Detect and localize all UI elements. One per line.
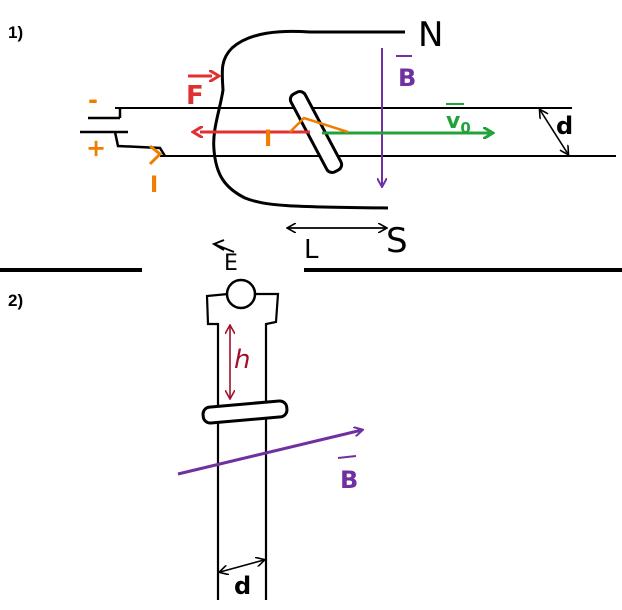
pole-south: S (386, 221, 408, 261)
rail-gap-label-2: d (234, 572, 251, 600)
field-label-2: B (340, 466, 358, 494)
falling-rod (201, 399, 289, 425)
force-indicator: F (186, 76, 212, 111)
rod-current-arrow (289, 116, 349, 134)
source-current-arrow (148, 144, 163, 166)
emf-arrow (211, 239, 235, 253)
length-label: L (304, 235, 319, 265)
rail-gap-dimension-2 (220, 560, 264, 572)
force-label: F (186, 81, 204, 111)
terminal-minus: - (88, 86, 98, 114)
terminal-plus: + (86, 134, 106, 162)
source-current-label: I (150, 173, 158, 198)
magnet-outline (212, 29, 405, 210)
field-arrow-2 (177, 430, 362, 476)
field-label-1: B (398, 64, 416, 92)
emf-label: E (224, 251, 238, 276)
part2-label: 2) (8, 291, 23, 310)
velocity-subscript: 0 (460, 119, 470, 137)
battery-symbol (80, 108, 167, 157)
height-label: h (234, 345, 250, 375)
velocity-label: v0 (446, 109, 471, 137)
sliding-rod (288, 90, 344, 174)
vertical-rail-frame (205, 292, 280, 600)
velocity-letter: v (446, 109, 461, 134)
rail-gap-dimension-1 (540, 110, 568, 154)
emf-source-circle (225, 278, 257, 310)
field-vector-bar-2 (337, 455, 357, 459)
part1-label: 1) (8, 23, 23, 42)
current-label-rod: I (264, 127, 272, 152)
pole-north: N (418, 15, 443, 55)
rail-gap-label-1: d (556, 112, 573, 140)
